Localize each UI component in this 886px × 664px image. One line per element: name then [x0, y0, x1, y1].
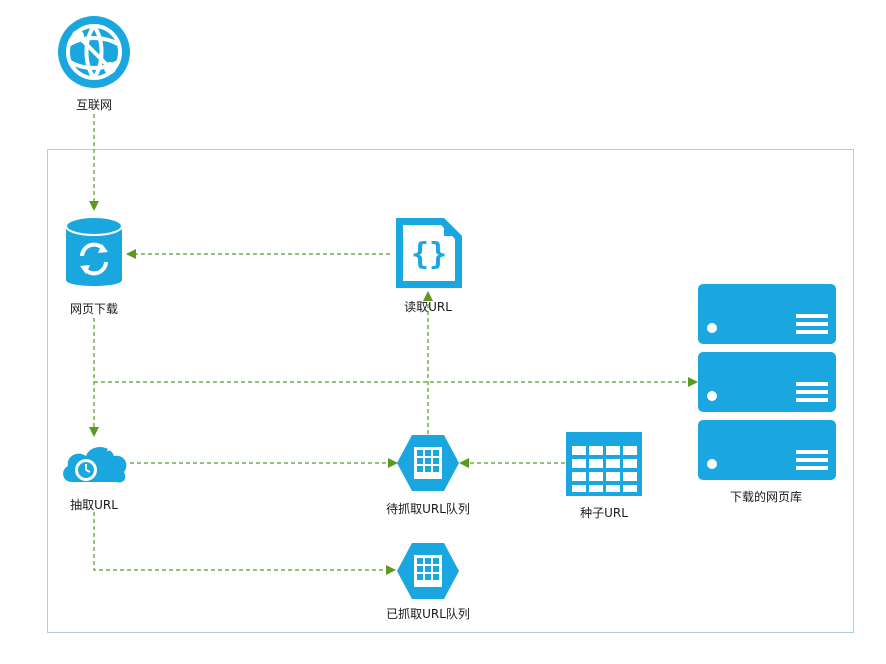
table-icon — [566, 432, 642, 496]
pending-queue-label: 待抓取URL队列 — [386, 502, 470, 516]
internet-label: 互联网 — [75, 98, 113, 112]
edge-extract-to-done — [93, 512, 396, 575]
database-sync-icon — [65, 216, 123, 286]
read-url-label: 读取URL — [404, 300, 452, 314]
page-store-label: 下载的网页库 — [729, 490, 803, 504]
svg-text:{}: {} — [411, 237, 447, 272]
code-file-icon: {} — [396, 218, 462, 288]
seed-url-label: 种子URL — [580, 506, 628, 520]
queue-hexagon-icon — [397, 435, 459, 491]
system-boundary-frame — [47, 149, 854, 633]
queue-hexagon-icon — [397, 543, 459, 599]
server-stack-icon — [698, 284, 836, 480]
done-queue-label: 已抓取URL队列 — [386, 607, 470, 621]
download-label: 网页下载 — [69, 302, 119, 316]
globe-icon — [58, 16, 130, 88]
cloud-clock-icon — [63, 441, 127, 483]
extract-url-label: 抽取URL — [70, 498, 118, 512]
